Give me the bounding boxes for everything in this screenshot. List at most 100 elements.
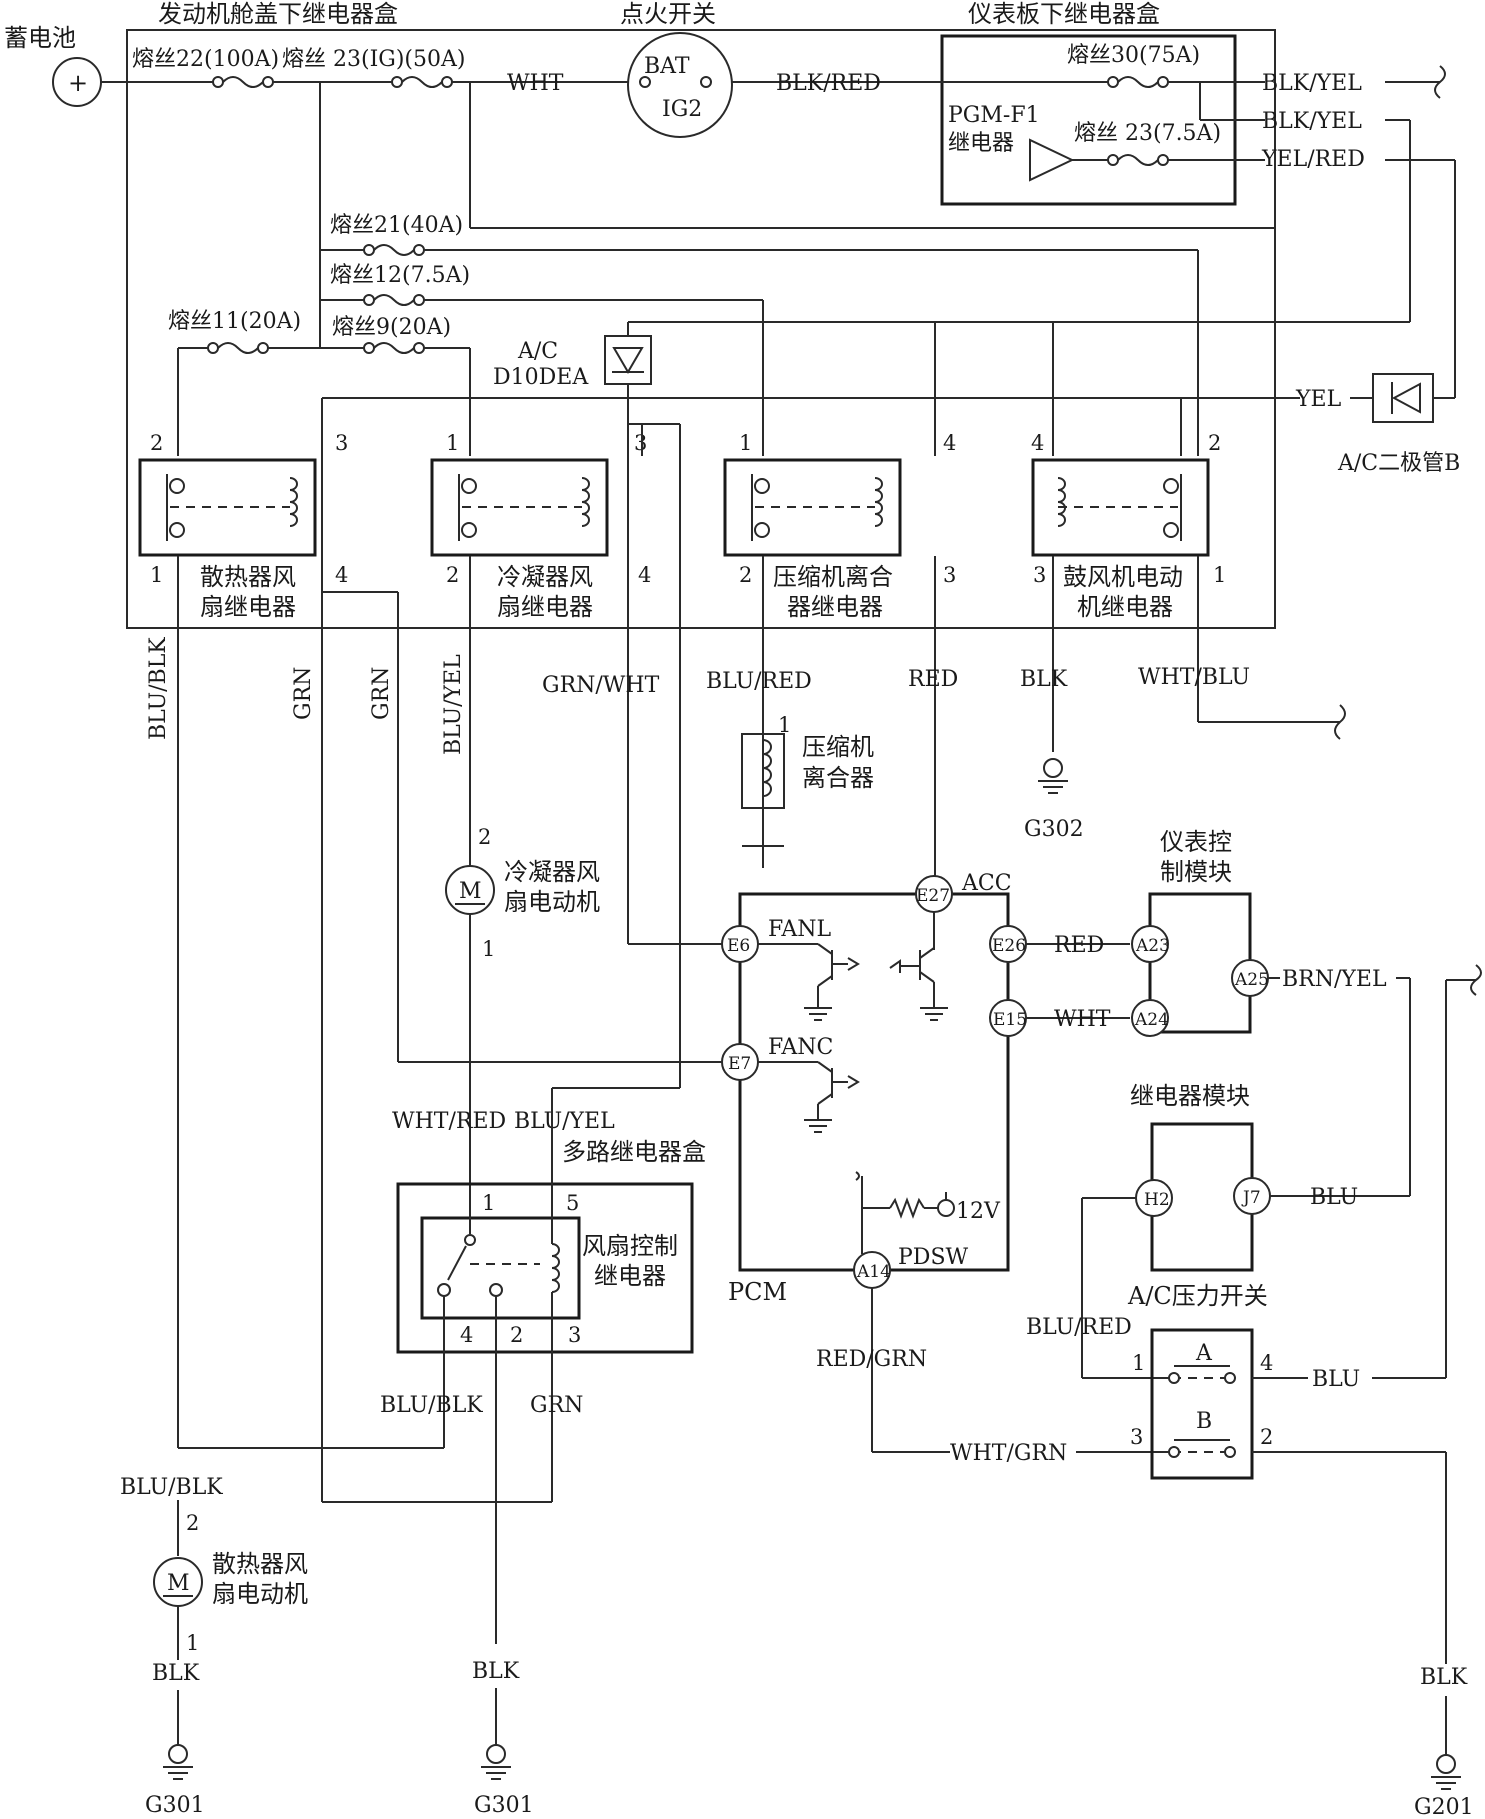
svg-text:4: 4 bbox=[335, 563, 348, 587]
pcm-acc: ACC bbox=[961, 871, 1012, 896]
radiator-motor-pin-top: 2 bbox=[186, 1511, 199, 1535]
ground-g201-icon bbox=[1430, 1754, 1462, 1790]
svg-text:3: 3 bbox=[634, 431, 647, 455]
svg-text:3: 3 bbox=[943, 563, 956, 587]
wire-blk: BLK bbox=[1020, 667, 1068, 692]
svg-text:1: 1 bbox=[446, 431, 459, 455]
relay-radiator-fan: 2 3 1 4 散热器风 扇继电器 bbox=[138, 431, 348, 621]
svg-text:3: 3 bbox=[335, 431, 348, 455]
battery-plus: + bbox=[68, 69, 88, 97]
svg-text:3: 3 bbox=[1033, 563, 1046, 587]
svg-text:1: 1 bbox=[482, 1191, 495, 1215]
svg-text:4: 4 bbox=[943, 431, 956, 455]
ground-g302-icon bbox=[1037, 758, 1069, 794]
dash-fuse23-icon bbox=[1107, 154, 1169, 166]
fuse12-label: 熔丝12(7.5A) bbox=[330, 263, 470, 288]
pin-j7 bbox=[1233, 1177, 1271, 1215]
svg-text:A14: A14 bbox=[856, 1262, 891, 1282]
wire-wht-red: WHT/RED bbox=[392, 1109, 506, 1134]
wire-blu-blk-3: BLU/BLK bbox=[120, 1475, 223, 1500]
fuse9-label: 熔丝9(20A) bbox=[332, 315, 451, 340]
wire-blk-red: BLK/RED bbox=[776, 71, 881, 96]
fuse21-icon bbox=[363, 244, 425, 256]
relay-compressor-clutch: 1 4 2 3 压缩机离合 器继电器 bbox=[723, 431, 956, 621]
svg-text:2: 2 bbox=[510, 1323, 523, 1347]
radiator-motor-pin-bot: 1 bbox=[186, 1631, 199, 1655]
condenser-motor-pin-bot: 1 bbox=[482, 937, 495, 961]
svg-text:1: 1 bbox=[1132, 1351, 1145, 1375]
fuse12-icon bbox=[363, 294, 425, 306]
wire-wht-2: WHT bbox=[1054, 1007, 1111, 1032]
dash-fuse23-label: 熔丝 23(7.5A) bbox=[1074, 121, 1221, 146]
wire-blk-yel-2: BLK/YEL bbox=[1262, 109, 1362, 134]
fan-relay-name-a: 风扇控制 bbox=[582, 1232, 678, 1260]
wire-blu-blk: BLU/BLK bbox=[146, 637, 171, 740]
ground-g301a: G301 bbox=[145, 1793, 205, 1818]
svg-text:1: 1 bbox=[150, 563, 163, 587]
wire-grn-2: GRN bbox=[369, 667, 394, 720]
diode-d10dea-icon bbox=[604, 335, 652, 385]
pgm-relay-icon bbox=[1029, 138, 1075, 182]
pgm-label-b: 继电器 bbox=[948, 131, 1014, 156]
wire-red-2: RED bbox=[1054, 933, 1104, 958]
ground-g301b: G301 bbox=[474, 1793, 534, 1818]
svg-text:鼓风机电动: 鼓风机电动 bbox=[1063, 563, 1183, 591]
svg-text:5: 5 bbox=[566, 1191, 579, 1215]
svg-text:2: 2 bbox=[1260, 1425, 1273, 1449]
fuse21-label: 熔丝21(40A) bbox=[330, 213, 463, 238]
wire-brn-yel: BRN/YEL bbox=[1282, 967, 1387, 992]
svg-text:M: M bbox=[459, 879, 482, 904]
wire-red-grn: RED/GRN bbox=[816, 1347, 927, 1372]
svg-text:A25: A25 bbox=[1234, 970, 1269, 990]
diode-b-icon bbox=[1372, 373, 1434, 423]
fuse23-icon bbox=[391, 76, 453, 88]
svg-text:4: 4 bbox=[638, 563, 651, 587]
gauge-title-b: 制模块 bbox=[1160, 858, 1232, 886]
fuse23-label: 熔丝 23(IG)(50A) bbox=[282, 47, 465, 72]
svg-text:扇继电器: 扇继电器 bbox=[200, 593, 296, 621]
fuse9-icon bbox=[363, 342, 425, 354]
radiator-motor-name-b: 扇电动机 bbox=[212, 1580, 308, 1608]
svg-text:H2: H2 bbox=[1144, 1190, 1170, 1210]
fuse22-label: 熔丝22(100A) bbox=[132, 47, 279, 72]
dash-box-title: 仪表板下继电器盒 bbox=[968, 0, 1160, 28]
relay-module-title: 继电器模块 bbox=[1130, 1082, 1250, 1110]
svg-text:E7: E7 bbox=[728, 1054, 751, 1074]
svg-text:B: B bbox=[1196, 1409, 1212, 1434]
pcm-fanl: FANL bbox=[768, 917, 831, 942]
clutch-name-b: 离合器 bbox=[802, 764, 874, 792]
wire-grn-3: GRN bbox=[530, 1393, 583, 1418]
svg-text:扇继电器: 扇继电器 bbox=[497, 593, 593, 621]
svg-text:冷凝器风: 冷凝器风 bbox=[497, 563, 593, 591]
ignition-bat: BAT bbox=[644, 54, 690, 79]
svg-text:E6: E6 bbox=[727, 936, 750, 956]
multi-box-title: 多路继电器盒 bbox=[562, 1138, 706, 1166]
wire-blk-2: BLK bbox=[472, 1659, 520, 1684]
wire-blu-sw: BLU bbox=[1312, 1367, 1360, 1392]
pcm-pdsw: PDSW bbox=[898, 1245, 969, 1270]
svg-text:E15: E15 bbox=[993, 1010, 1027, 1030]
wire-red: RED bbox=[908, 667, 958, 692]
svg-text:1: 1 bbox=[1213, 563, 1226, 587]
svg-text:E26: E26 bbox=[992, 936, 1026, 956]
diode-a-label-2: D10DEA bbox=[493, 365, 589, 390]
pin-a24 bbox=[1131, 999, 1169, 1037]
ground-g301a-icon bbox=[162, 1744, 194, 1780]
condenser-motor-name-b: 扇电动机 bbox=[504, 888, 600, 916]
fuse22-icon bbox=[212, 76, 274, 88]
wire-blu-red-2: BLU/RED bbox=[1026, 1315, 1132, 1340]
clutch-pin: 1 bbox=[778, 713, 791, 737]
relay-blower-motor: 4 2 3 1 鼓风机电动 机继电器 bbox=[1031, 431, 1226, 621]
svg-text:2: 2 bbox=[739, 563, 752, 587]
ground-g302: G302 bbox=[1024, 817, 1084, 842]
svg-text:4: 4 bbox=[1260, 1351, 1273, 1375]
clutch-name-a: 压缩机 bbox=[802, 733, 874, 761]
ground-g201: G201 bbox=[1414, 1795, 1474, 1819]
svg-text:A23: A23 bbox=[1135, 936, 1170, 956]
ground-g301b-icon bbox=[480, 1744, 512, 1780]
ignition-switch-icon[interactable] bbox=[627, 32, 733, 138]
svg-text:A: A bbox=[1195, 1341, 1213, 1366]
svg-text:4: 4 bbox=[1031, 431, 1044, 455]
svg-text:3: 3 bbox=[1130, 1425, 1143, 1449]
